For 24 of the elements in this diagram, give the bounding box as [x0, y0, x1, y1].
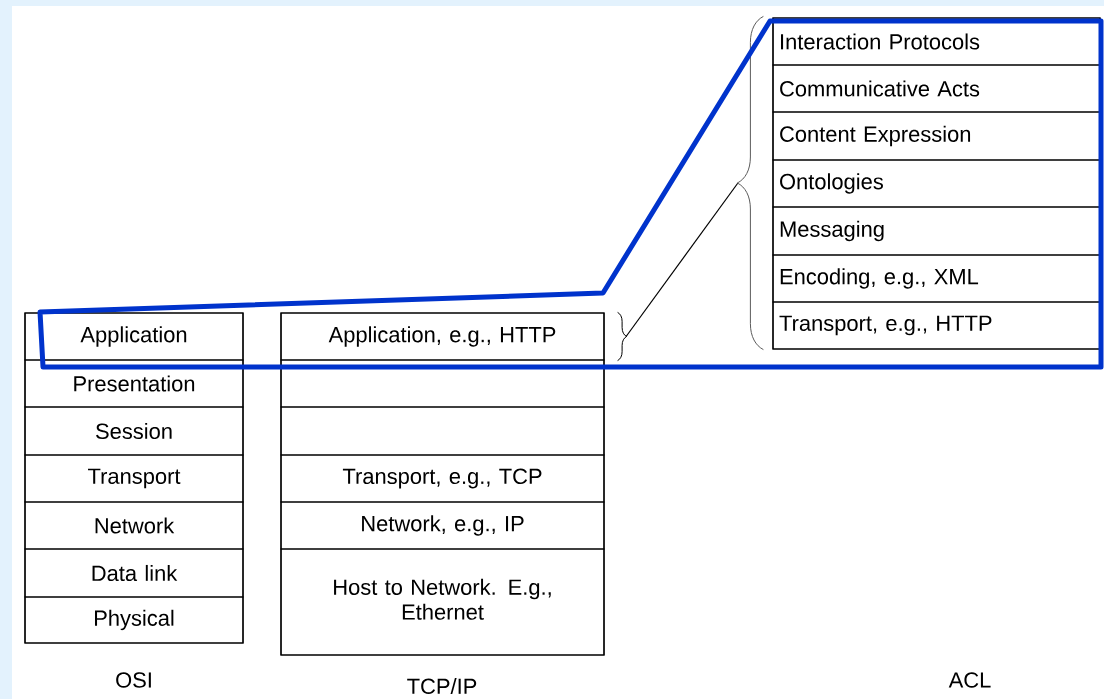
layer-box: Application: [24, 312, 244, 361]
layer-box: Encoding, e.g., XML: [772, 254, 1101, 303]
brace-connector: [617, 15, 764, 362]
layer-box: [280, 406, 605, 456]
layer-box: Transport: [24, 454, 244, 503]
layer-box: Content Expression: [772, 111, 1101, 161]
layer-box: Network, e.g., IP: [280, 501, 605, 550]
layer-box: Host to Network. E.g., Ethernet: [280, 548, 605, 656]
layer-box: Messaging: [772, 206, 1101, 256]
layer-box: Session: [24, 406, 244, 456]
layer-box: Ontologies: [772, 159, 1101, 208]
layer-box: Interaction Protocols: [772, 17, 1101, 66]
stack-caption: TCP/IP: [407, 677, 477, 695]
layer-box: Transport, e.g., HTTP: [772, 301, 1101, 350]
layer-box: Presentation: [24, 359, 244, 408]
layer-box: Network: [24, 501, 244, 550]
layer-box: Transport, e.g., TCP: [280, 454, 605, 503]
layer-box: Physical: [24, 596, 244, 644]
layer-box: Data link: [24, 548, 244, 598]
layer-box: Communicative Acts: [772, 64, 1101, 113]
layer-box: Application, e.g., HTTP: [280, 312, 605, 361]
stack-caption: OSI: [116, 672, 151, 688]
layer-box: [280, 359, 605, 408]
stack-caption: ACL: [948, 672, 991, 688]
